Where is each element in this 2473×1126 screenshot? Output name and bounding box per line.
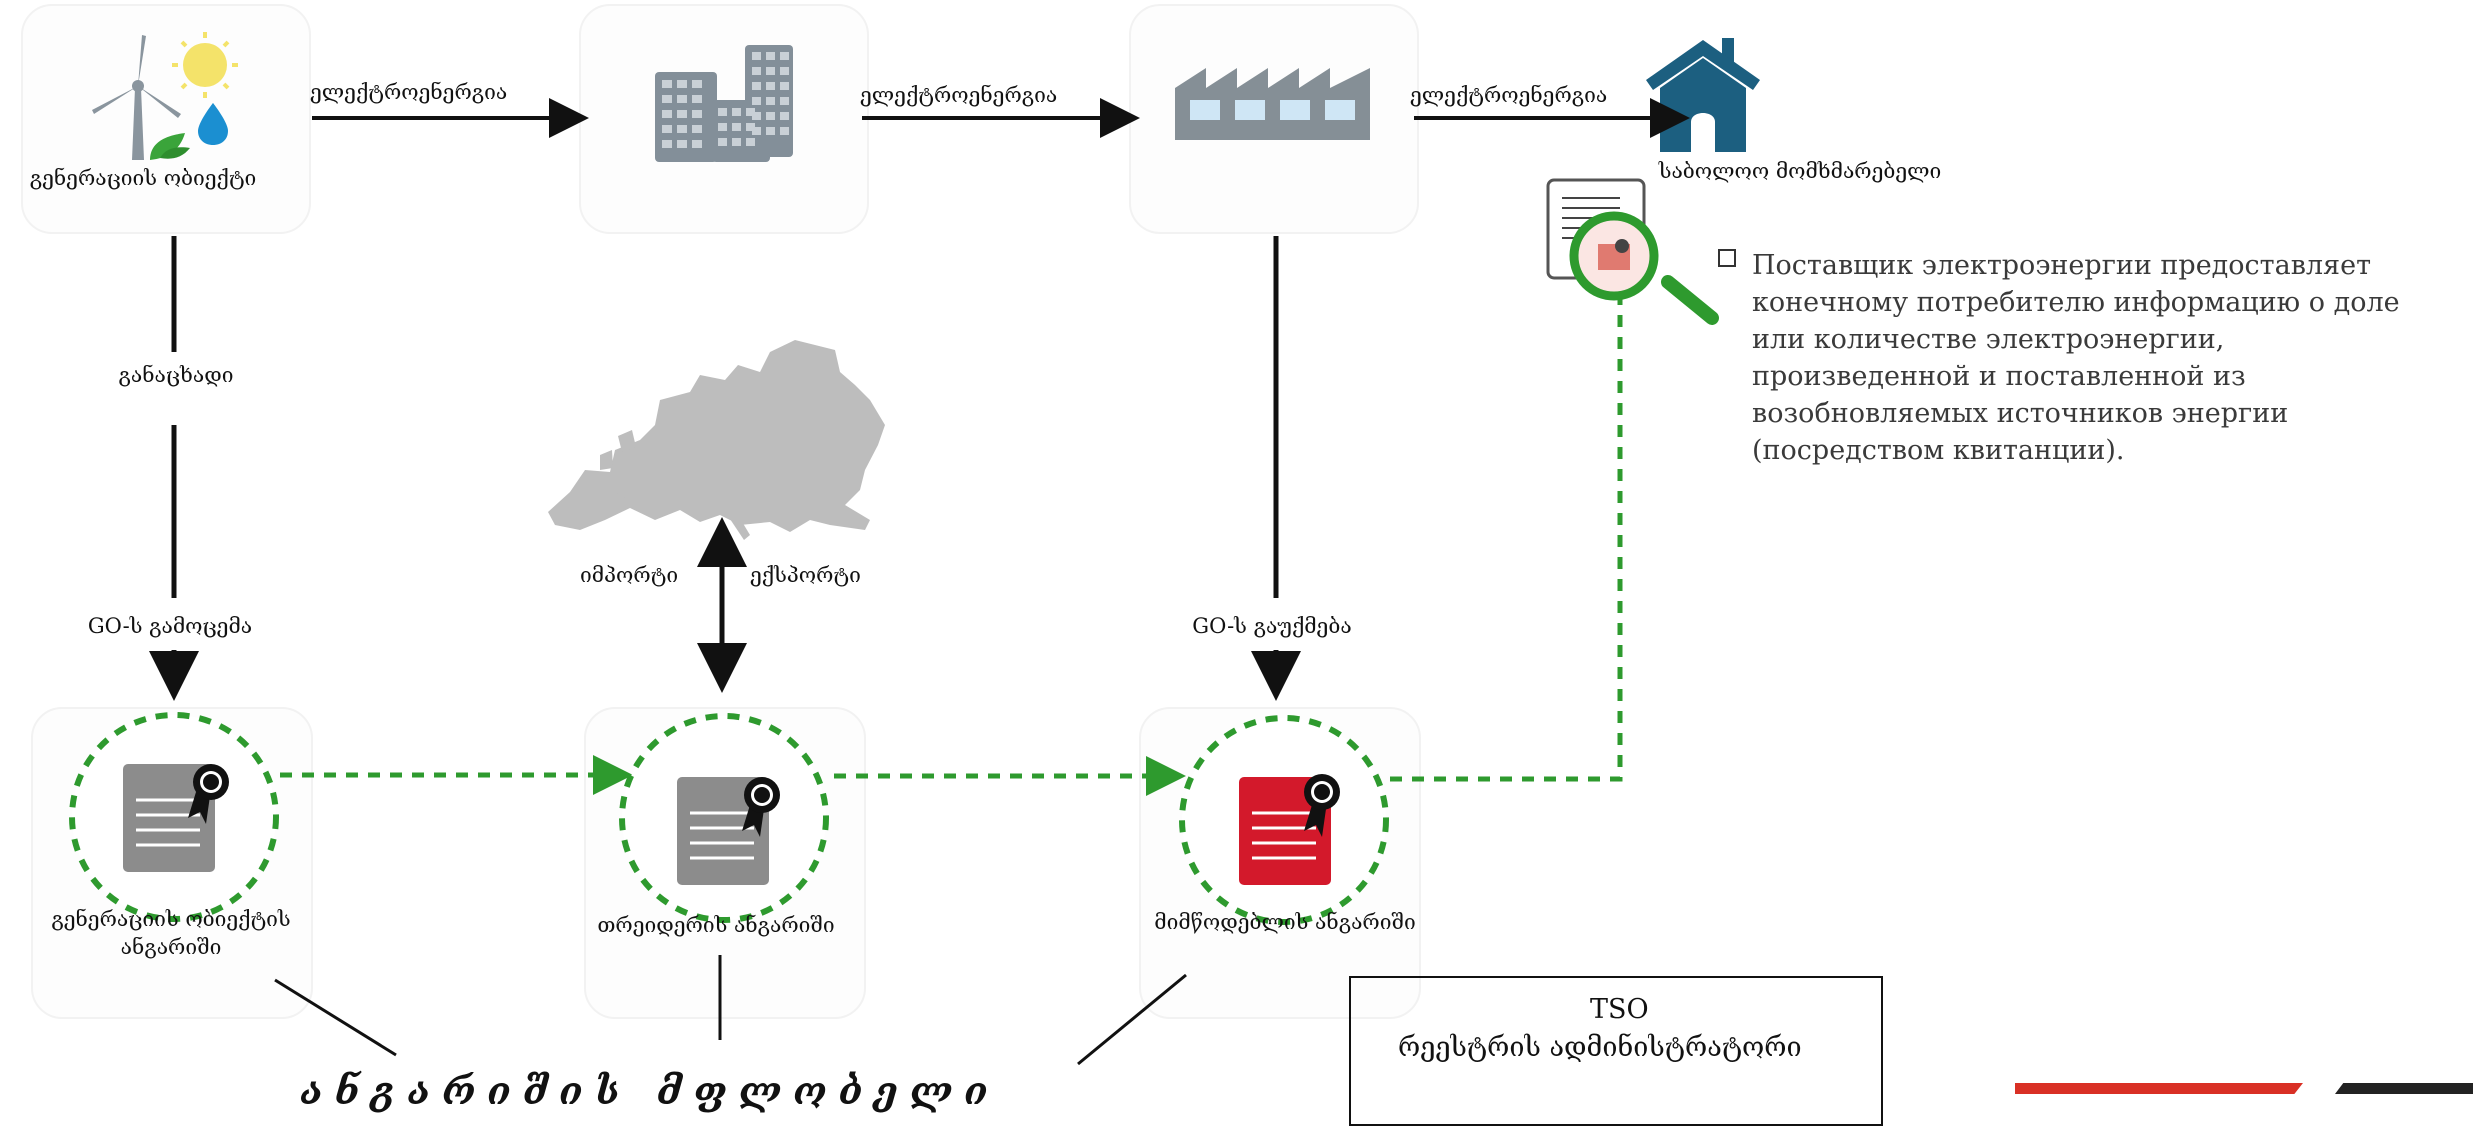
certificate-icon <box>1239 774 1340 885</box>
registry-subtitle: რეესტრის ადმინისტრატორი <box>1398 1032 1802 1063</box>
node-label-end-consumer: საბოლოო მომხმარებელი <box>1658 159 1942 183</box>
flow-label-application: განაცხადი <box>118 363 234 387</box>
node-label-supplier-account: მიმწოდებლის ანგარიში <box>1154 910 1416 934</box>
flow-label-import: იმპორტი <box>580 563 679 587</box>
certificate-icon <box>123 764 229 872</box>
buildings-icon <box>655 45 793 162</box>
node-label-trader-account: თრეიდერის ანგარიში <box>597 913 835 937</box>
supplier-info-note: Поставщик электроэнергии предоставляет к… <box>1718 247 2438 469</box>
flow-label-electricity: ელექტროენერგია <box>860 83 1058 107</box>
node-label-generator-account: გენერაციის ობიექტის ანგარიში <box>51 907 291 959</box>
registry-title: TSO <box>1590 994 1649 1025</box>
accent-bar-red <box>2015 1083 2303 1094</box>
receipt-magnifier-icon <box>1546 178 1719 325</box>
flow-label-electricity: ელექტროენერგია <box>310 80 508 104</box>
flow-label-go-cancel: GO-ს გაუქმება <box>1192 614 1352 638</box>
flow-label-export: ექსპორტი <box>750 563 861 587</box>
certificate-icon <box>677 777 780 885</box>
europe-map-icon <box>548 340 885 540</box>
account-holder-label: ანგარიშის მფლობელი <box>300 1068 1000 1113</box>
factory-icon <box>1175 68 1370 140</box>
wind-sun-water-icon <box>92 32 238 160</box>
checkbox-bullet-icon <box>1718 249 1736 267</box>
house-icon <box>1646 38 1760 152</box>
flow-label-go-issue: GO-ს გამოცემა <box>87 614 253 638</box>
note-text: Поставщик электроэнергии предоставляет к… <box>1752 250 2400 466</box>
flow-label-electricity: ელექტროენერგია <box>1410 83 1608 107</box>
accent-bar-black <box>2335 1083 2473 1094</box>
node-label-generation-facility: გენერაციის ობიექტი <box>29 166 257 190</box>
